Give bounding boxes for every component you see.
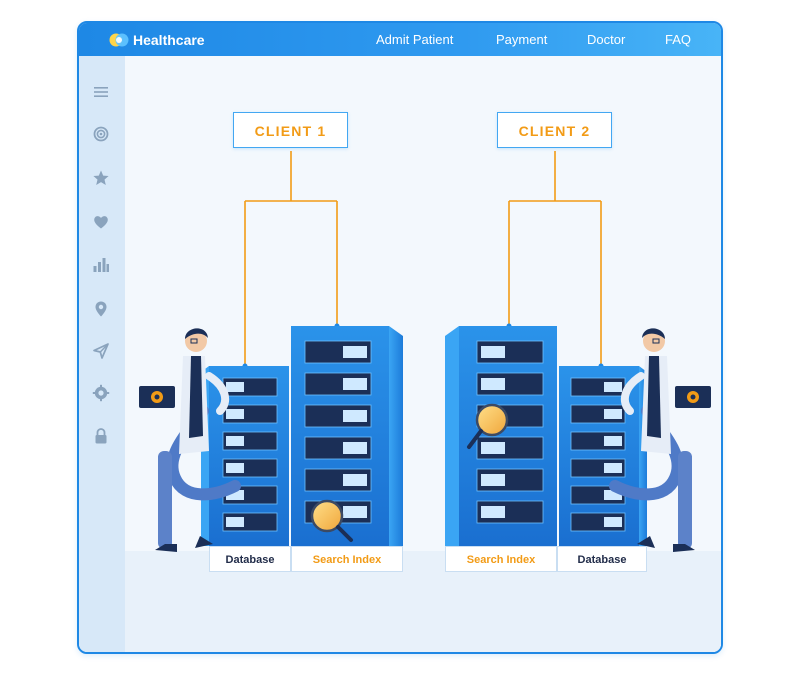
app-window: Healthcare Admit Patient Payment Doctor … — [77, 21, 723, 654]
sidebar — [79, 56, 125, 652]
healthcare-logo-icon — [109, 31, 129, 49]
nav-faq[interactable]: FAQ — [665, 32, 691, 47]
client-1-box: CLIENT 1 — [233, 112, 348, 148]
send-icon[interactable] — [92, 342, 110, 360]
settings-icon[interactable] — [92, 384, 110, 402]
search-index-label-right: Search Index — [445, 546, 557, 572]
bar-chart-icon[interactable] — [92, 256, 110, 274]
search-index-label-left: Search Index — [291, 546, 403, 572]
heart-icon[interactable] — [92, 213, 110, 231]
nav-admit-patient[interactable]: Admit Patient — [376, 32, 453, 47]
database-label-left: Database — [209, 546, 291, 572]
main-content: CLIENT 1 CLIENT 2 Database Search Index … — [125, 56, 721, 652]
top-bar: Healthcare Admit Patient Payment Doctor … — [79, 23, 721, 56]
database-server-left — [201, 366, 289, 546]
location-pin-icon[interactable] — [92, 300, 110, 318]
search-index-server-right — [445, 326, 557, 546]
menu-icon[interactable] — [92, 83, 110, 101]
star-icon[interactable] — [92, 169, 110, 187]
target-icon[interactable] — [92, 125, 110, 143]
brand-name: Healthcare — [133, 32, 205, 48]
lock-icon[interactable] — [92, 427, 110, 445]
nav-doctor[interactable]: Doctor — [587, 32, 625, 47]
search-index-server-left — [291, 326, 403, 546]
client-2-box: CLIENT 2 — [497, 112, 612, 148]
nav-payment[interactable]: Payment — [496, 32, 547, 47]
database-server-right — [559, 366, 647, 546]
database-label-right: Database — [557, 546, 647, 572]
